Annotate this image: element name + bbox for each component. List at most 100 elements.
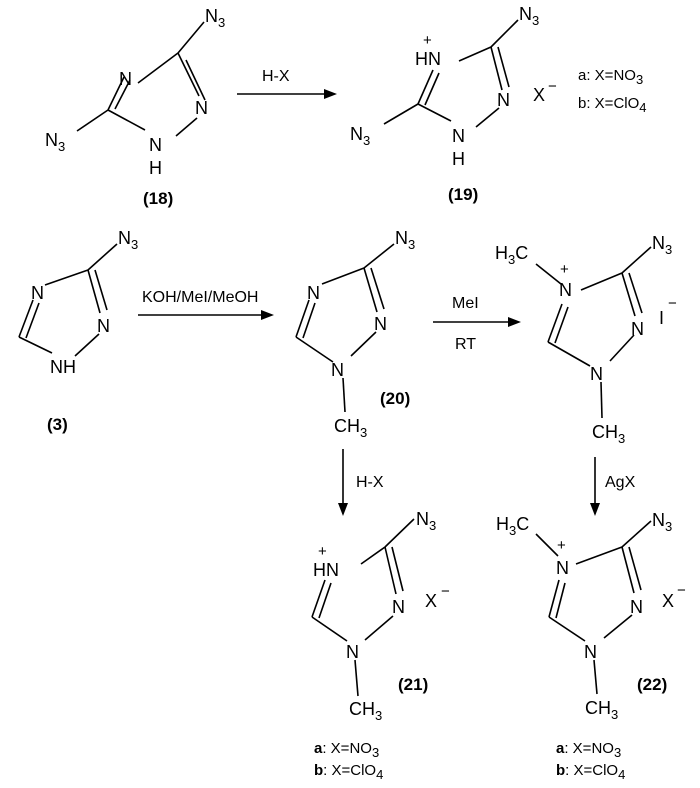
bond <box>475 107 500 128</box>
bond <box>175 117 198 137</box>
bond <box>87 243 118 271</box>
minus-charge: − <box>668 295 677 312</box>
arrowhead <box>261 310 274 320</box>
bond <box>621 272 636 317</box>
azide-group: N3 <box>519 4 539 28</box>
bond <box>628 272 643 314</box>
reagent-label: RT <box>455 336 476 353</box>
plus-charge: + <box>557 537 566 554</box>
reaction-arrow: MeI RT <box>433 295 521 353</box>
ring-nitrogen: N <box>630 597 643 617</box>
bond <box>575 546 623 565</box>
bond <box>44 269 89 286</box>
counter-anion: I <box>659 308 664 328</box>
plus-charge: + <box>423 32 432 49</box>
ring-hydrogen: H <box>149 158 162 178</box>
bond <box>593 659 598 695</box>
ring-nitrogen: HN <box>415 49 441 69</box>
bond <box>350 331 377 357</box>
bond <box>76 109 109 132</box>
bond <box>535 263 562 285</box>
bond <box>321 267 365 285</box>
variant-b: b: X=ClO4 <box>556 762 625 782</box>
bond <box>318 582 332 619</box>
bond <box>383 103 419 125</box>
bond <box>548 616 586 642</box>
ring-nitrogen: NH <box>50 357 76 377</box>
bond <box>555 582 566 619</box>
bond <box>107 109 146 131</box>
bond <box>458 46 492 62</box>
compound-21: + HN N N N3 CH3 X − (21) <box>311 509 450 723</box>
arrowhead <box>338 503 348 516</box>
bond <box>535 533 559 557</box>
compound-label: (21) <box>398 675 428 694</box>
variants-19: a: X=NO3 b: X=ClO4 <box>578 67 647 115</box>
bond <box>311 579 326 618</box>
ring-hydrogen: H <box>452 149 465 169</box>
bond <box>354 659 359 697</box>
bond <box>621 546 635 594</box>
plus-charge: + <box>318 543 327 560</box>
bond <box>107 76 125 111</box>
compound-20: N N N N3 CH3 (20) <box>295 228 415 440</box>
ring-nitrogen: N <box>307 283 320 303</box>
reaction-arrow: H-X <box>237 68 337 99</box>
methyl-group: CH3 <box>592 422 625 446</box>
azide-group: N3 <box>350 124 370 148</box>
bond <box>311 616 348 642</box>
reaction-arrow: AgX <box>590 457 636 516</box>
ring-nitrogen: N <box>559 280 572 300</box>
ring-nitrogen: N <box>374 314 387 334</box>
bond <box>417 69 434 105</box>
bond <box>600 381 603 419</box>
azide-group: N3 <box>118 228 138 252</box>
bond <box>424 72 440 106</box>
azide-group: N3 <box>45 130 65 154</box>
ring-nitrogen: N <box>346 642 359 662</box>
bond <box>25 302 40 339</box>
ring-nitrogen: N <box>119 69 132 89</box>
ring-nitrogen: N <box>556 558 569 578</box>
variants-21: a: X=NO3 b: X=ClO4 <box>314 740 383 782</box>
ring-nitrogen: N <box>452 126 465 146</box>
counter-anion: X <box>425 591 437 611</box>
bond <box>363 267 378 313</box>
counter-anion: X <box>533 85 545 105</box>
bond <box>360 546 386 565</box>
arrowhead <box>590 503 600 516</box>
compound-18: N N N H N3 N3 (18) <box>45 6 225 208</box>
variant-b: b: X=ClO4 <box>314 762 383 782</box>
reagent-label: KOH/MeI/MeOH <box>142 289 258 306</box>
bond <box>137 52 179 84</box>
ring-nitrogen: N <box>584 642 597 662</box>
bond <box>370 267 385 310</box>
bond <box>87 269 101 314</box>
iodide-salt: + N N N H3C N3 CH3 I − <box>495 233 677 446</box>
reagent-label: MeI <box>452 295 479 312</box>
compound-label: (19) <box>448 185 478 204</box>
methyl-group: H3C <box>496 514 529 538</box>
bond <box>547 303 563 343</box>
methyl-group: CH3 <box>585 698 618 722</box>
ring-nitrogen: N <box>590 364 603 384</box>
bond <box>74 333 100 357</box>
compound-label: (22) <box>637 675 667 694</box>
bond <box>18 336 53 354</box>
bond <box>295 336 334 363</box>
bond <box>114 79 131 110</box>
variants-22: a: X=NO3 b: X=ClO4 <box>556 740 625 782</box>
ring-nitrogen: N <box>631 319 644 339</box>
azide-group: N3 <box>395 228 415 252</box>
bond <box>302 302 316 339</box>
bond <box>548 579 560 618</box>
reagent-label: H-X <box>262 68 290 85</box>
arrowhead <box>508 317 521 327</box>
azide-group: N3 <box>652 510 672 534</box>
methyl-group: CH3 <box>349 699 382 723</box>
variant-a: a: X=NO3 <box>556 740 621 760</box>
compound-label: (18) <box>143 189 173 208</box>
variant-a: a: X=NO3 <box>578 67 643 87</box>
bond <box>177 52 200 97</box>
bond <box>18 299 34 338</box>
